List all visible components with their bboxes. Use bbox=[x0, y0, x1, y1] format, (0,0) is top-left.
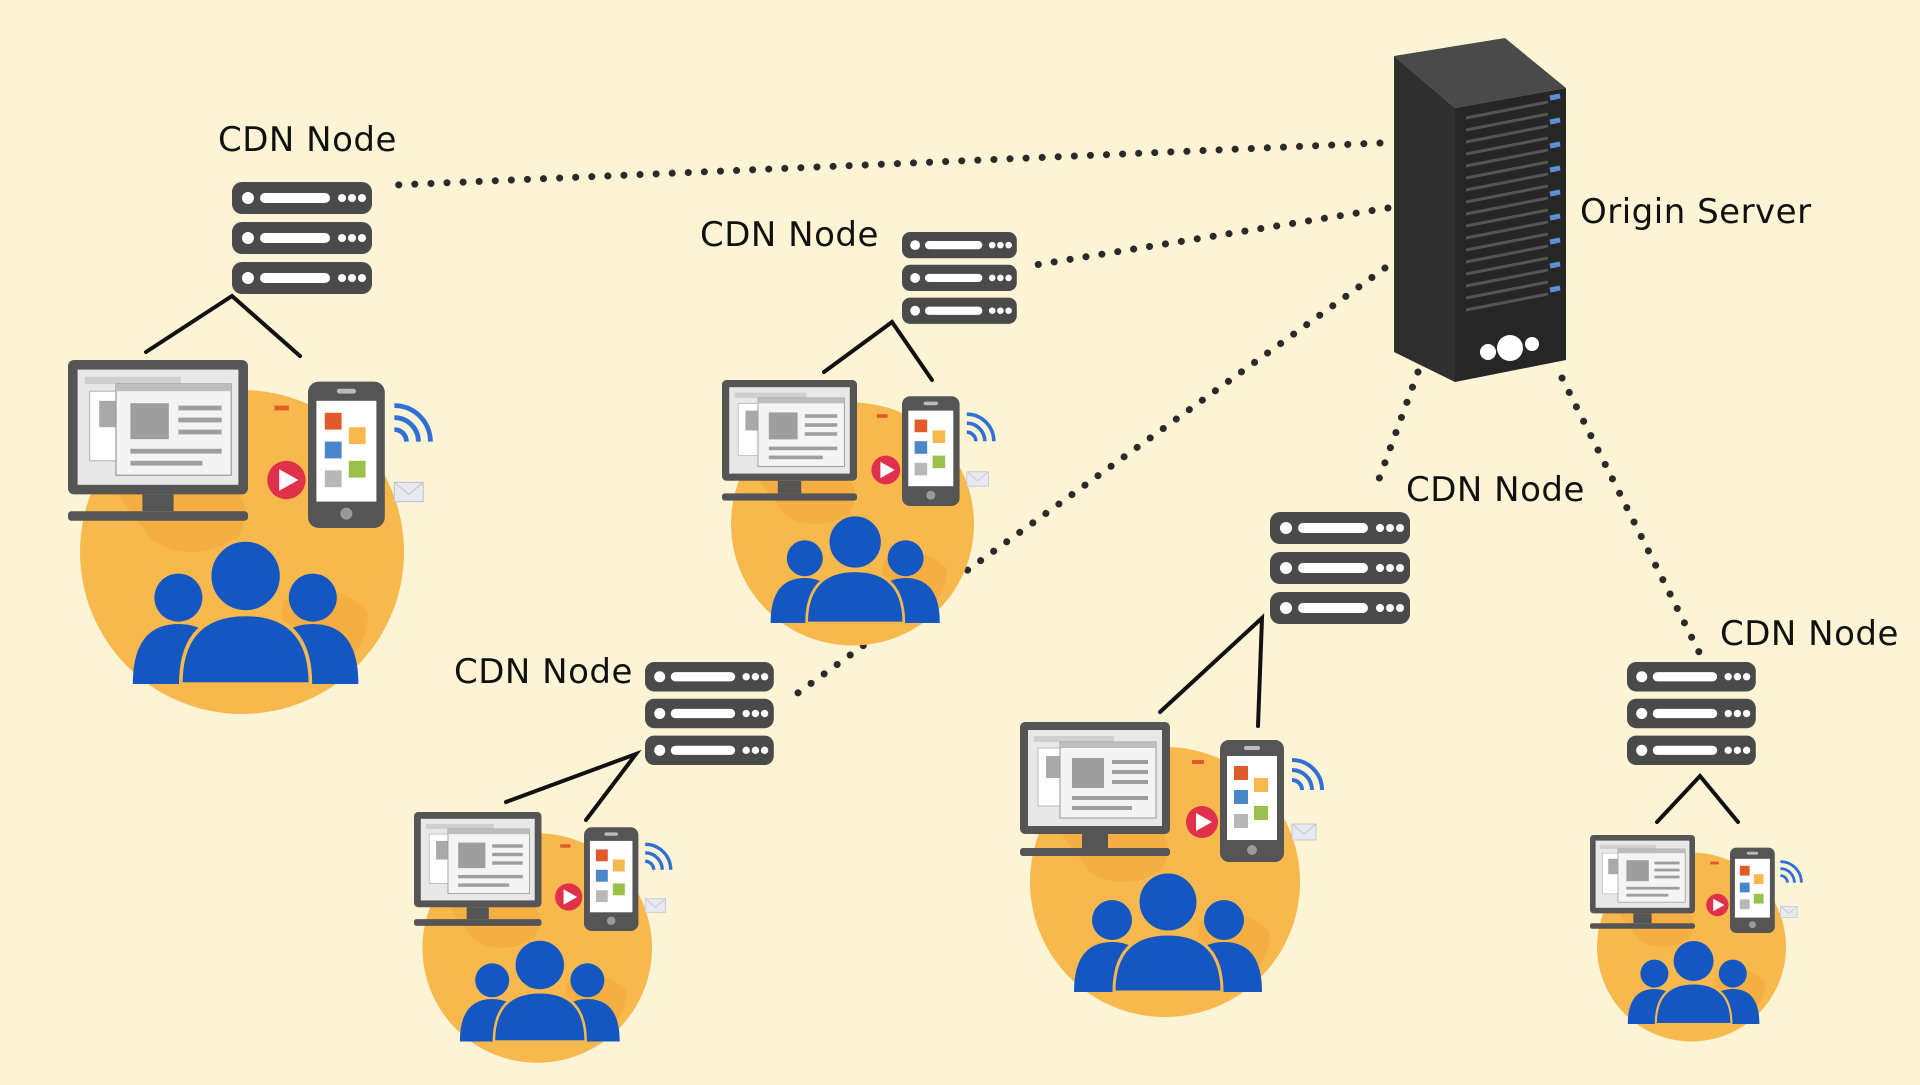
cdn-node-2-rack-icon bbox=[902, 232, 1017, 324]
link-node-4-clients bbox=[504, 749, 642, 822]
node-client-links bbox=[144, 293, 1740, 824]
client-cluster-2-icon bbox=[720, 378, 996, 648]
client-cluster-5-icon bbox=[1588, 833, 1803, 1043]
origin-links bbox=[391, 139, 1704, 699]
link-node-3-clients bbox=[1158, 613, 1265, 728]
origin-server-label: Origin Server bbox=[1580, 192, 1812, 232]
cdn-node-4-rack-icon bbox=[645, 662, 774, 766]
cdn-node-1-label: CDN Node bbox=[218, 120, 397, 160]
cdn-node-1-rack-icon bbox=[232, 182, 372, 294]
cdn-node-4-label: CDN Node bbox=[454, 652, 633, 692]
link-origin-node-3 bbox=[1371, 368, 1422, 494]
cdn-node-5-rack-icon bbox=[1627, 662, 1756, 766]
cdn-node-2-label: CDN Node bbox=[700, 215, 879, 255]
cdn-node-3-rack-icon bbox=[1270, 512, 1410, 624]
client-cluster-4-icon bbox=[412, 810, 673, 1065]
cdn-node-3-label: CDN Node bbox=[1406, 470, 1585, 510]
client-cluster-3-icon bbox=[1018, 720, 1324, 1019]
link-node-2-clients bbox=[822, 319, 934, 382]
link-node-5-clients bbox=[1655, 772, 1740, 824]
origin-server-icon bbox=[1394, 38, 1566, 382]
cdn-node-5-label: CDN Node bbox=[1720, 614, 1899, 654]
link-node-1-clients bbox=[144, 293, 302, 358]
link-origin-node-2 bbox=[1031, 204, 1392, 269]
client-cluster-1-icon bbox=[68, 360, 430, 714]
link-origin-node-1 bbox=[391, 139, 1384, 189]
link-origin-node-5 bbox=[1558, 374, 1704, 658]
